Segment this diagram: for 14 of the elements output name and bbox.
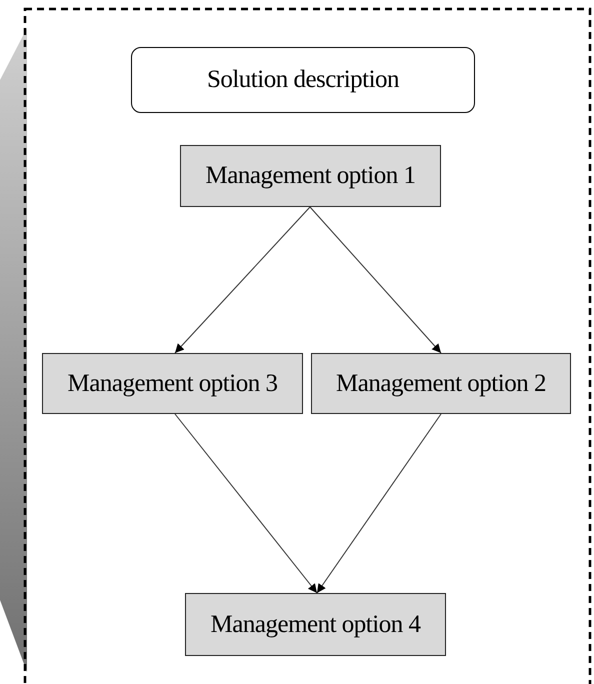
process-box [311,353,571,414]
arrow [316,414,442,594]
box-label: Management option 2 [336,368,546,399]
rounded-box [131,47,475,113]
process-box [185,593,446,656]
arrow [174,206,310,354]
box-label: Management option 1 [206,161,416,192]
process-box [180,145,441,207]
box-label: Management option 4 [210,610,420,640]
arrow [310,206,442,354]
box-label: Management option 3 [68,368,278,399]
process-box [42,353,303,414]
box-label: Solution description [206,65,400,96]
arrow [174,414,318,594]
